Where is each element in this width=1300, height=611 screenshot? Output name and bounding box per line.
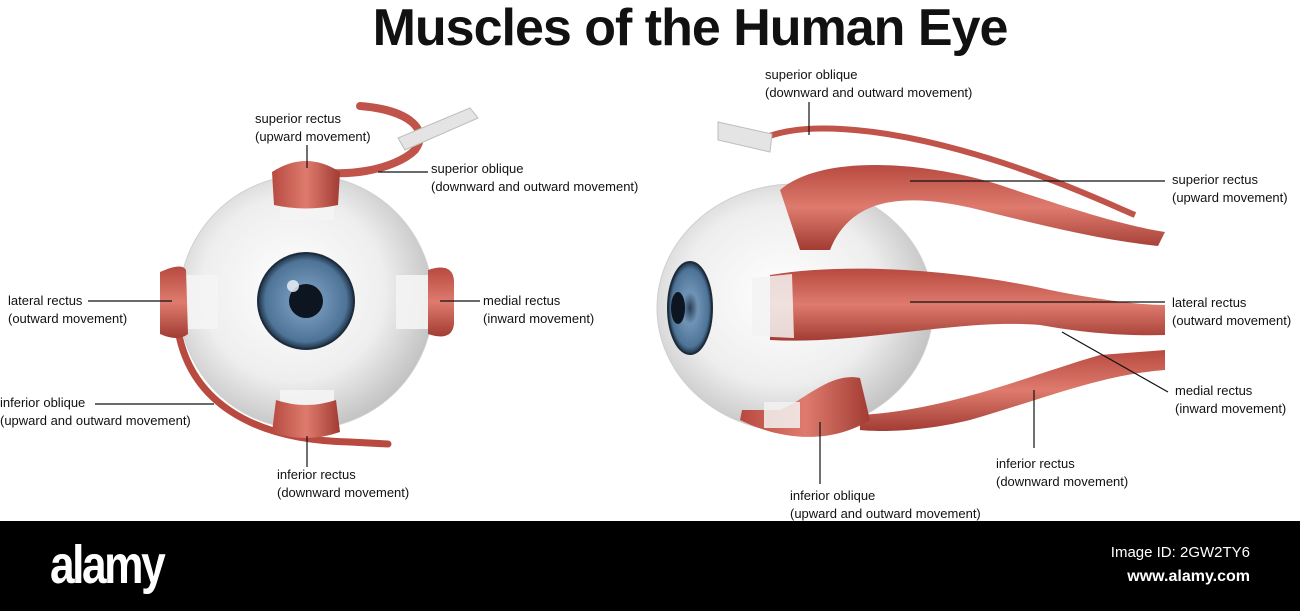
side-superior-oblique-label: superior oblique (downward and outward m… — [765, 66, 972, 101]
label-action: (inward movement) — [483, 310, 594, 328]
label-action: (upward movement) — [255, 128, 371, 146]
side-inferior-tendon — [764, 402, 800, 428]
front-superior-rectus-muscle — [272, 161, 340, 209]
front-view-eye — [160, 106, 478, 444]
eye-muscles-illustration — [0, 0, 1300, 521]
label-name: medial rectus — [483, 292, 594, 310]
label-action: (downward movement) — [277, 484, 409, 502]
side-inferior-oblique-label: inferior oblique (upward and outward mov… — [790, 487, 981, 522]
side-inferior-rectus-label: inferior rectus (downward movement) — [996, 455, 1128, 490]
label-action: (downward and outward movement) — [765, 84, 972, 102]
side-superior-rectus-label: superior rectus (upward movement) — [1172, 171, 1288, 206]
front-lateral-rectus-muscle — [160, 266, 188, 338]
alamy-logo: alamy — [50, 535, 163, 595]
image-id-text: Image ID: 2GW2TY6 — [1111, 543, 1250, 563]
front-superior-oblique-label: superior oblique (downward and outward m… — [431, 160, 638, 195]
label-action: (upward and outward movement) — [0, 412, 191, 430]
label-action: (inward movement) — [1175, 400, 1286, 418]
label-name: superior oblique — [431, 160, 638, 178]
label-name: inferior rectus — [996, 455, 1128, 473]
front-superior-rectus-label: superior rectus (upward movement) — [255, 110, 371, 145]
side-view-eye — [657, 122, 1165, 437]
front-trochlea-tendon — [398, 108, 478, 150]
side-pupil — [671, 292, 685, 324]
front-lateral-rectus-label: lateral rectus (outward movement) — [8, 292, 127, 327]
label-action: (downward movement) — [996, 473, 1128, 491]
label-action: (downward and outward movement) — [431, 178, 638, 196]
label-name: inferior oblique — [790, 487, 981, 505]
side-trochlea-tendon — [718, 122, 772, 152]
label-name: medial rectus — [1175, 382, 1286, 400]
front-inferior-rectus-label: inferior rectus (downward movement) — [277, 466, 409, 501]
watermark-footer: alamy Image ID: 2GW2TY6 www.alamy.com — [0, 521, 1300, 611]
front-medial-rectus-label: medial rectus (inward movement) — [483, 292, 594, 327]
label-name: lateral rectus — [8, 292, 127, 310]
label-action: (upward and outward movement) — [790, 505, 981, 523]
side-lateral-tendon — [752, 274, 794, 338]
label-name: inferior rectus — [277, 466, 409, 484]
side-lateral-rectus-muscle — [770, 269, 1165, 341]
front-inferior-oblique-label: inferior oblique (upward and outward mov… — [0, 394, 191, 429]
label-name: superior rectus — [1172, 171, 1288, 189]
label-action: (upward movement) — [1172, 189, 1288, 207]
label-action: (outward movement) — [8, 310, 127, 328]
front-medial-rectus-muscle — [428, 268, 454, 337]
label-action: (outward movement) — [1172, 312, 1291, 330]
label-name: superior rectus — [255, 110, 371, 128]
side-medial-rectus-label: medial rectus (inward movement) — [1175, 382, 1286, 417]
label-name: lateral rectus — [1172, 294, 1291, 312]
front-highlight — [287, 280, 299, 292]
front-tendon-right — [396, 275, 430, 329]
label-name: superior oblique — [765, 66, 972, 84]
site-url-text: www.alamy.com — [1127, 566, 1250, 588]
front-inferior-rectus-muscle — [272, 400, 340, 438]
label-name: inferior oblique — [0, 394, 191, 412]
side-lateral-rectus-label: lateral rectus (outward movement) — [1172, 294, 1291, 329]
front-tendon-left — [184, 275, 218, 329]
